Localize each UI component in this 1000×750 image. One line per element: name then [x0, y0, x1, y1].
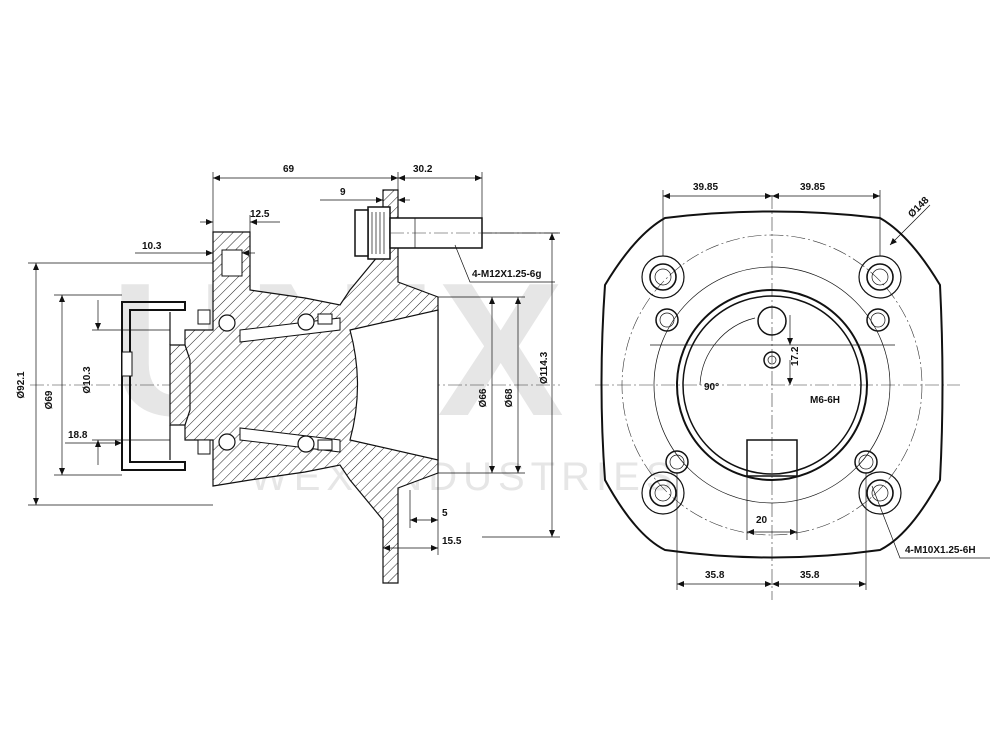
- dim-5: 5: [442, 508, 448, 519]
- dim-35-8-left: 35.8: [705, 570, 725, 581]
- dim-69: 69: [283, 164, 295, 175]
- hub-bore: [349, 309, 439, 461]
- dim-10-3-top: 10.3: [142, 241, 162, 252]
- dim-17-2: 17.2: [790, 346, 801, 366]
- bolt-circle: [621, 234, 923, 536]
- pilot-outer: [676, 289, 868, 481]
- dim-39-85-right: 39.85: [800, 182, 825, 193]
- dim-92-1: Ø92.1: [16, 371, 27, 399]
- dim-66: Ø66: [478, 388, 489, 407]
- bearing-balls: [197, 309, 333, 455]
- angle-arc: [699, 317, 756, 386]
- pilot-inner: [682, 295, 862, 475]
- dim-18-8: 18.8: [68, 430, 88, 441]
- m6-hole: [763, 351, 781, 369]
- dim-35-8-right: 35.8: [800, 570, 820, 581]
- dim-9: 9: [340, 187, 346, 198]
- front-dimensions: [662, 190, 990, 590]
- dim-114-3: Ø114.3: [539, 351, 550, 384]
- dim-angle-90: 90°: [704, 382, 719, 393]
- side-section-view: 69 30.2 9 12.5 10.3 4-M12X1.25-6g Ø92.1 …: [16, 164, 560, 584]
- upper-hole: [757, 306, 787, 336]
- m10-thread-label: 4-M10X1.25-6H: [905, 545, 976, 556]
- sensor-slot: [746, 439, 798, 477]
- flange-outline: [600, 210, 944, 559]
- dim-30-2: 30.2: [413, 164, 433, 175]
- stud-thread-label: 4-M12X1.25-6g: [472, 269, 541, 280]
- dim-12-5: 12.5: [250, 209, 270, 220]
- wheel-stud: [354, 206, 560, 260]
- dim-10-3-side: Ø10.3: [82, 366, 93, 394]
- flange-hole: [221, 249, 243, 277]
- dim-15-5: 15.5: [442, 536, 462, 547]
- dim-20: 20: [756, 515, 768, 526]
- dust-cap: [121, 301, 191, 471]
- dim-69-side: Ø69: [44, 390, 55, 409]
- front-view: 39.85 39.85 Ø148 17.2 90° M6-6H 20 35.8 …: [595, 182, 990, 600]
- dim-68: Ø68: [504, 388, 515, 407]
- m6-thread-label: M6-6H: [810, 395, 840, 406]
- side-dimensions: [28, 172, 560, 555]
- inner-flange-circle: [653, 266, 891, 504]
- m10-holes: [655, 308, 890, 474]
- dim-39-85-left: 39.85: [693, 182, 718, 193]
